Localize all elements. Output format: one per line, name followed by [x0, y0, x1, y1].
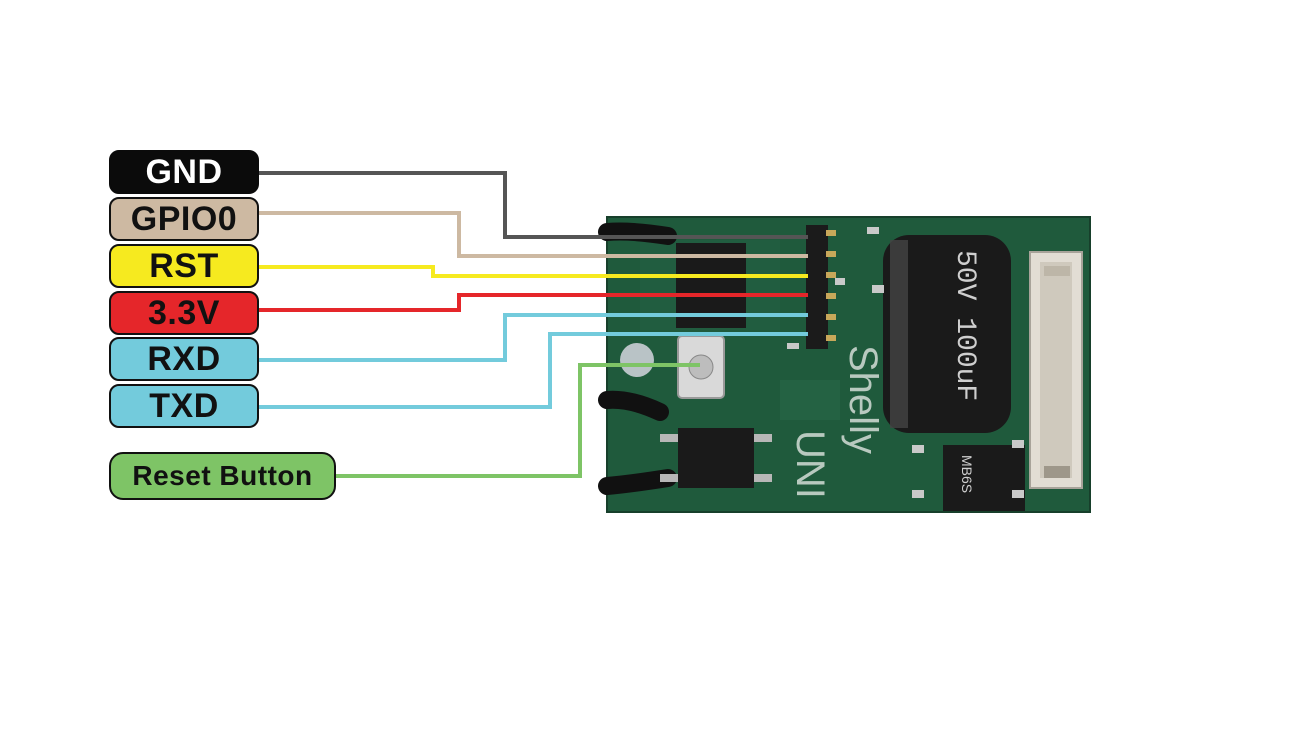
wire-txd [259, 332, 808, 409]
wire-gnd [259, 171, 808, 239]
label-gnd: GND [109, 150, 259, 194]
label-rxd: RXD [109, 337, 259, 381]
capacitor [883, 235, 1011, 433]
wire-reset [335, 363, 700, 478]
wire-3v3 [259, 293, 808, 312]
smd-components [787, 227, 1024, 498]
mounting-dot [620, 343, 654, 377]
bridge-rectifier [943, 445, 1025, 511]
label-3v3: 3.3V [109, 291, 259, 335]
label-gpio0: GPIO0 [109, 197, 259, 241]
pin-header [806, 225, 836, 349]
label-reset-button: Reset Button [109, 452, 336, 500]
smd-chip [660, 428, 772, 488]
wire-rxd [259, 313, 808, 362]
wire-rst [259, 265, 808, 278]
board-brand-text: Shelly [841, 345, 885, 454]
wire-gpio0 [259, 211, 808, 258]
label-txd: TXD [109, 384, 259, 428]
terminal-connector [1029, 251, 1083, 489]
board-model-text: UNI [788, 430, 832, 499]
label-rst: RST [109, 244, 259, 288]
capacitor-text: 50V 100uF [949, 250, 980, 401]
bridge-text: MB6S [959, 455, 975, 493]
